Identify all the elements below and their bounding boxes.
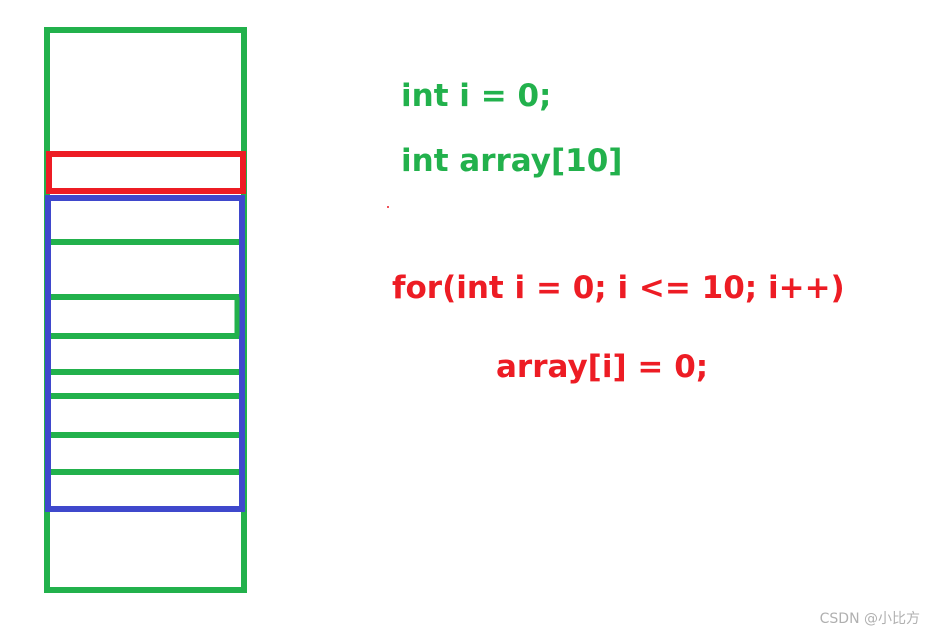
array-region xyxy=(45,195,245,512)
watermark: CSDN @小比方 xyxy=(819,611,920,627)
for-loop-header: for(int i = 0; i <= 10; i++) xyxy=(392,270,845,306)
variable-i-slot xyxy=(46,151,246,194)
declaration-array: int array[10] xyxy=(401,143,623,179)
declaration-i: int i = 0; xyxy=(401,78,552,114)
stray-dot xyxy=(387,206,389,208)
for-loop-body: array[i] = 0; xyxy=(496,349,709,385)
